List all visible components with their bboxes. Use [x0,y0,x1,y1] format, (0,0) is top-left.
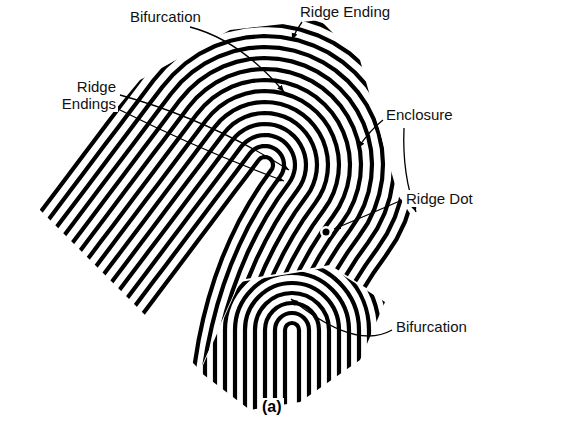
leader-line [291,299,392,336]
leader-line [358,120,383,148]
ridge-line [205,243,379,420]
ridge-line [9,146,284,434]
figure-caption: (a) [260,398,284,416]
leader-line [120,110,284,181]
minutia-label: Enclosure [384,106,455,123]
ridge-line [255,293,329,420]
ridge-line [285,323,299,420]
ridge-line [0,58,372,434]
leader-line [120,95,289,170]
minutia-label: Ridge Endings [48,78,118,112]
minutia-label: Bifurcation [394,318,469,335]
ridge-line [195,233,389,420]
ridge-line [215,253,369,420]
ridge-line [235,273,349,420]
ridge-line [0,47,383,434]
leader-line [190,27,284,92]
ridge-line [0,36,394,434]
ridge-line [0,102,328,434]
dot-ground [320,226,332,238]
minutia-label: Ridge Ending [298,3,392,20]
ridge-line [0,25,405,434]
ridge-line [245,283,339,420]
ridge-line [0,69,361,434]
leader-line [292,22,302,40]
ridge-line [0,80,350,434]
ridge-dot [323,229,330,236]
minutia-label: Bifurcation [128,8,203,25]
minutia-label: Ridge Dot [404,190,475,207]
ridge-line [0,91,339,434]
ridge-line [0,14,416,434]
ridge-line [225,263,359,420]
ridge-line [0,113,317,434]
leader-line [334,200,402,229]
